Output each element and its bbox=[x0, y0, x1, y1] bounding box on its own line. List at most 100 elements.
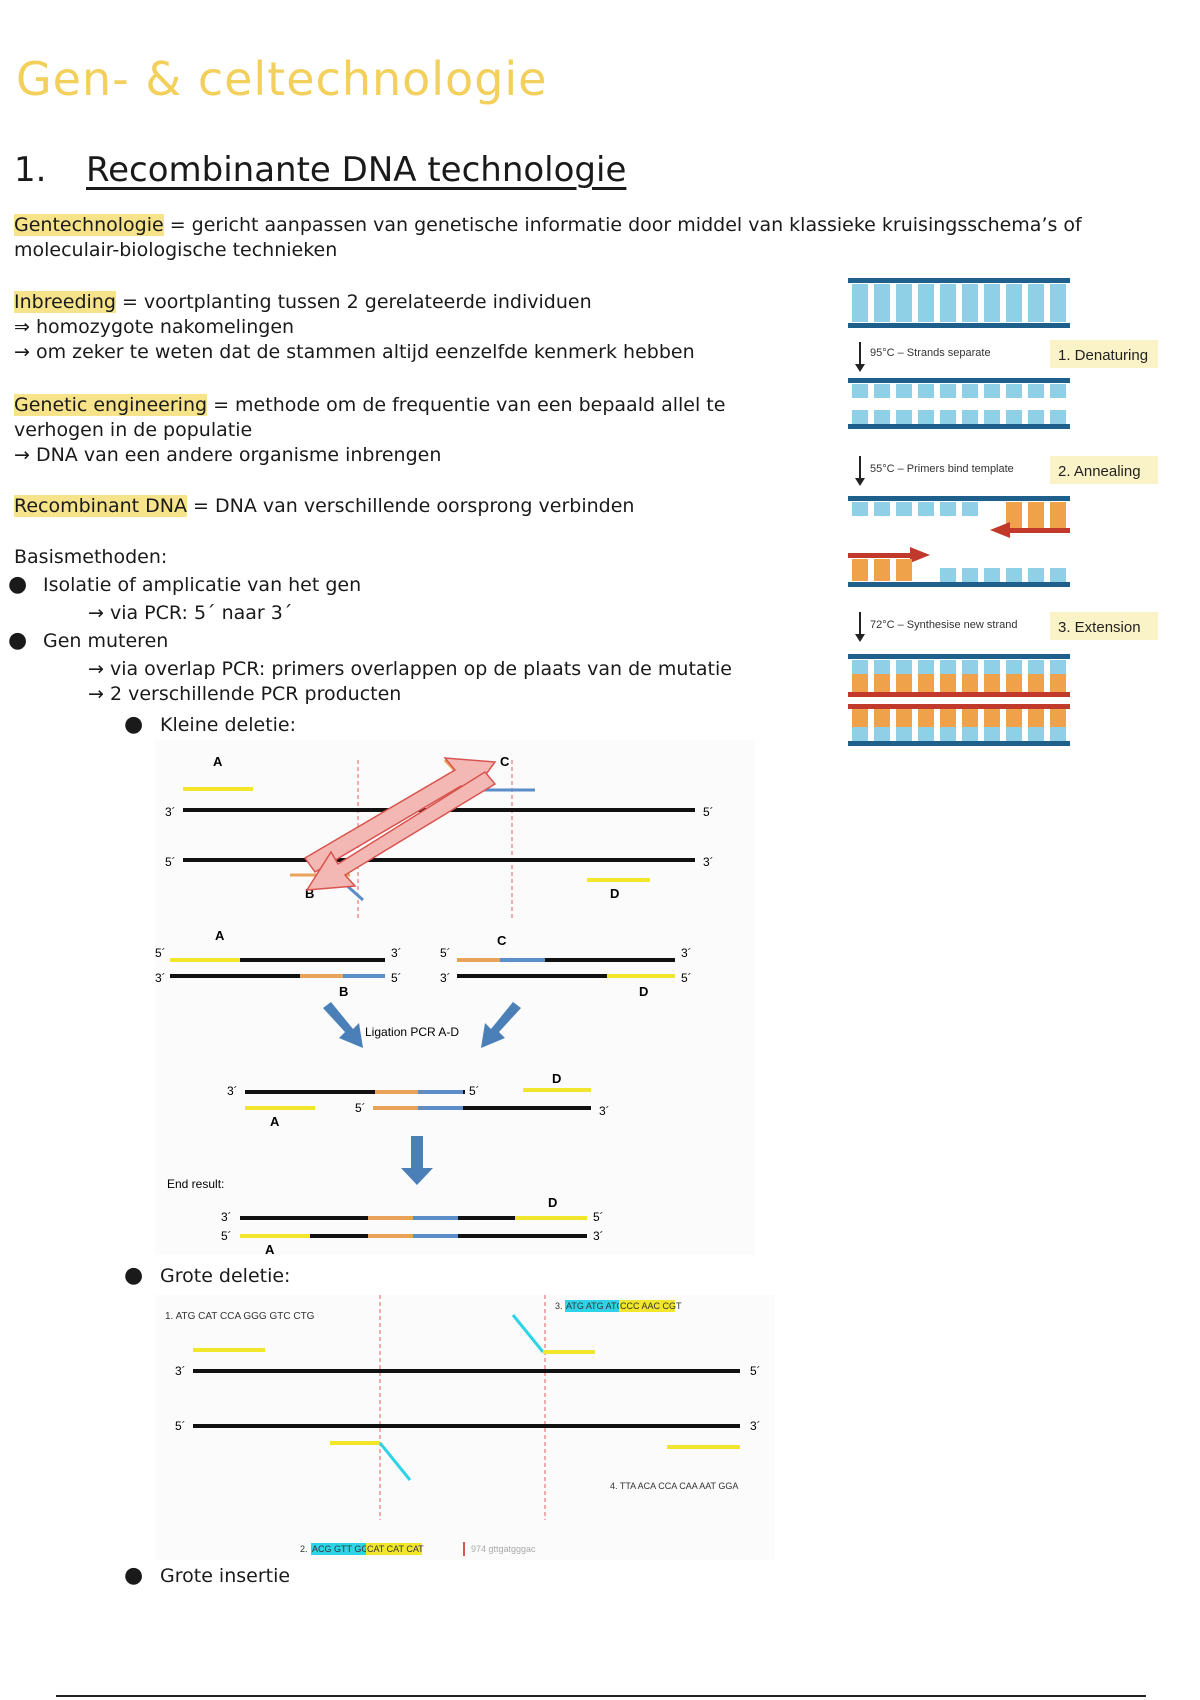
bullet: ● bbox=[8, 572, 28, 597]
end-label: 3´ bbox=[703, 855, 714, 869]
primer-2-yellow-bg bbox=[366, 1543, 422, 1555]
inbreeding-term: Inbreeding bbox=[14, 291, 116, 313]
sub-large-insertion: Grote insertie bbox=[160, 1565, 291, 1587]
method-item-2-sub-1: → via overlap PCR: primers overlappen op… bbox=[88, 658, 732, 680]
large-deletion-diagram: 1. ATG CAT CCA GGG GTC CTG 3. ATG ATG AT… bbox=[155, 1295, 775, 1560]
dna-double-strand bbox=[848, 278, 1070, 328]
method-item-1-sub: → via PCR: 5´ naar 3´ bbox=[88, 602, 293, 624]
end-label: 3´ bbox=[221, 1210, 232, 1224]
bullet: ● bbox=[8, 628, 28, 653]
method-item-2: Gen muteren bbox=[43, 630, 169, 652]
dna-separated-strands bbox=[848, 378, 1070, 429]
step3-label: 3. Extension bbox=[1058, 619, 1141, 636]
gentech-definition: Gentechnologie = gericht aanpassen van g… bbox=[14, 213, 1154, 263]
pcr-cycle-diagram: 95°C – Strands separate 1. Denaturing 55… bbox=[848, 278, 1158, 746]
end-label: 3´ bbox=[391, 946, 402, 960]
ge-term: Genetic engineering bbox=[14, 394, 208, 416]
end-label: 3´ bbox=[599, 1104, 610, 1118]
end-label: 3´ bbox=[175, 1364, 186, 1378]
step1-temp: 95°C – Strands separate bbox=[870, 347, 991, 359]
gentech-def-2: moleculair-biologische technieken bbox=[14, 239, 338, 261]
rdna-def: = DNA van verschillende oorsprong verbin… bbox=[187, 495, 635, 517]
overlap-arrow bbox=[305, 771, 497, 891]
primer-2-yellow: CAT CAT CAT bbox=[367, 1544, 424, 1554]
step2-box bbox=[1050, 456, 1158, 484]
primer-a-label: A bbox=[213, 754, 223, 769]
small-deletion-diagram: 3´ 5´ 5´ 3´ A C B D A 5´ 3´ 3´ 5´ B C 5´… bbox=[155, 740, 755, 1255]
end-label: 3´ bbox=[681, 946, 692, 960]
primer-4-seq: 4. TTA ACA CCA CAA AAT GGA bbox=[610, 1481, 738, 1491]
sequence-tail: 974 gttgatgggac bbox=[471, 1544, 536, 1554]
gentech-def-1: = gericht aanpassen van genetische infor… bbox=[163, 214, 1082, 236]
primer-d-label: D bbox=[610, 886, 619, 901]
bullet: ● bbox=[124, 1263, 144, 1288]
bullet: ● bbox=[124, 712, 144, 737]
section-heading: 1.Recombinante DNA technologie bbox=[14, 150, 626, 190]
page-title: Gen- & celtechnologie bbox=[16, 52, 548, 106]
ligation-arrow-left bbox=[323, 1002, 363, 1048]
end-result-a-label: A bbox=[265, 1242, 275, 1255]
ligation-a-label: A bbox=[270, 1114, 280, 1129]
rdna-definition: Recombinant DNA = DNA van verschillende … bbox=[14, 494, 834, 519]
end-label: 5´ bbox=[681, 971, 692, 985]
inbreeding-line-3: → om zeker te weten dat de stammen altij… bbox=[14, 341, 695, 363]
product-c-label: C bbox=[497, 933, 507, 948]
end-label: 5´ bbox=[165, 855, 176, 869]
product-d-label: D bbox=[639, 984, 648, 999]
sub-large-deletion: Grote deletie: bbox=[160, 1265, 291, 1287]
ge-def-2: verhogen in de populatie bbox=[14, 419, 253, 441]
primer-3-yellow-bg bbox=[619, 1300, 675, 1312]
rdna-term: Recombinant DNA bbox=[14, 495, 188, 517]
primer-b-label: B bbox=[305, 886, 314, 901]
ligation-arrow-right bbox=[481, 1002, 521, 1048]
step2-temp: 55°C – Primers bind template bbox=[870, 463, 1014, 475]
end-label: 5´ bbox=[221, 1229, 232, 1243]
ge-definition: Genetic engineering = methode om de freq… bbox=[14, 393, 834, 468]
gentech-term: Gentechnologie bbox=[14, 214, 164, 236]
end-label: 3´ bbox=[155, 971, 166, 985]
step3-temp: 72°C – Synthesise new strand bbox=[870, 619, 1017, 631]
step3-box bbox=[1050, 612, 1158, 640]
end-label: 3´ bbox=[165, 805, 176, 819]
primer-c-label: C bbox=[500, 754, 510, 769]
page-footer-rule bbox=[56, 1695, 1146, 1697]
step2-label: 2. Annealing bbox=[1058, 463, 1141, 480]
end-label: 5´ bbox=[175, 1419, 186, 1433]
primer-3-cyan-bg bbox=[565, 1300, 619, 1312]
primer-3-overhang bbox=[511, 1314, 545, 1353]
end-label: 5´ bbox=[391, 971, 402, 985]
cursor-marker bbox=[463, 1542, 465, 1556]
primer-3-cyan: ATG ATG ATG bbox=[566, 1301, 624, 1311]
end-label: 3´ bbox=[227, 1084, 238, 1098]
end-label: 5´ bbox=[750, 1364, 761, 1378]
step1-label: 1. Denaturing bbox=[1058, 347, 1148, 364]
dna-annealing bbox=[848, 496, 1070, 587]
end-label: 5´ bbox=[155, 946, 166, 960]
end-label: 5´ bbox=[469, 1084, 480, 1098]
primer-2-num: 2. bbox=[300, 1544, 308, 1554]
ge-def-1: = methode om de frequentie van een bepaa… bbox=[207, 394, 726, 416]
inbreeding-definition: Inbreeding = voortplanting tussen 2 gere… bbox=[14, 290, 834, 365]
product-b-label: B bbox=[339, 984, 348, 999]
section-number: 1. bbox=[14, 150, 47, 190]
step1-box bbox=[1050, 340, 1158, 368]
ligation-d-label: D bbox=[552, 1071, 561, 1086]
bullet: ● bbox=[124, 1563, 144, 1588]
ge-def-3: → DNA van een andere organisme inbrengen bbox=[14, 444, 442, 466]
product-a-label: A bbox=[215, 928, 225, 943]
method-item-1: Isolatie of amplicatie van het gen bbox=[43, 574, 362, 596]
ligation-label: Ligation PCR A-D bbox=[365, 1025, 459, 1039]
end-result-label: End result: bbox=[167, 1177, 224, 1191]
primer-1-seq: 1. ATG CAT CCA GGG GTC CTG bbox=[165, 1311, 315, 1322]
end-label: 3´ bbox=[750, 1419, 761, 1433]
end-label: 5´ bbox=[440, 946, 451, 960]
end-label: 5´ bbox=[703, 805, 714, 819]
inbreeding-line-2: ⇒ homozygote nakomelingen bbox=[14, 316, 295, 338]
end-result-d-label: D bbox=[548, 1195, 557, 1210]
primer-3-num: 3. bbox=[555, 1301, 563, 1311]
inbreeding-def: = voortplanting tussen 2 gerelateerde in… bbox=[115, 291, 592, 313]
end-label: 3´ bbox=[593, 1229, 604, 1243]
methods-heading: Basismethoden: bbox=[14, 546, 168, 568]
dna-extended-strands bbox=[848, 654, 1070, 746]
down-arrow bbox=[401, 1136, 433, 1185]
